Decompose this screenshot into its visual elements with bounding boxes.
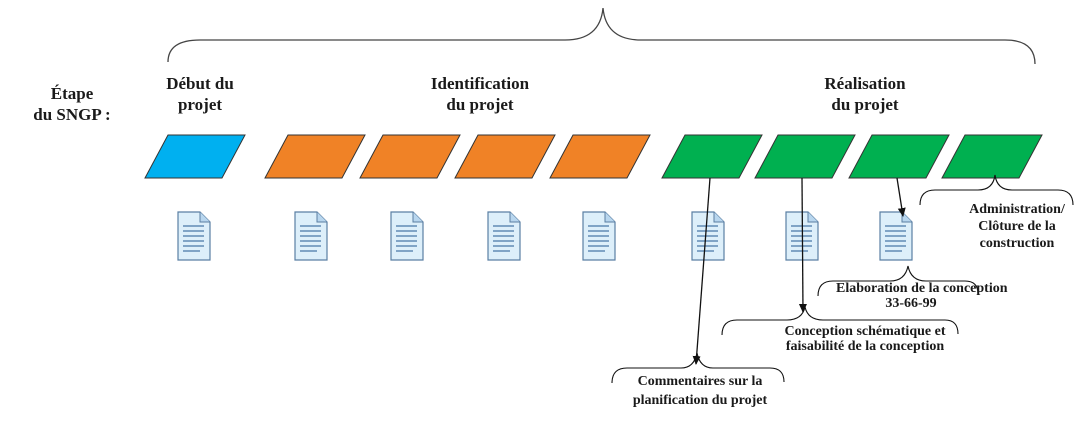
document-icon <box>390 211 424 261</box>
annotation-administration: Administration/ Clôture de la constructi… <box>948 202 1086 252</box>
stage-label-line2: du projet <box>446 95 514 115</box>
stage-label-line1: Réalisation <box>824 74 906 93</box>
top-brace <box>167 7 1036 65</box>
annotation-conception-schematique: Conception schématique et faisabilité de… <box>746 324 984 355</box>
step-debut-1 <box>144 134 246 179</box>
stage-label-line1: Identification <box>430 74 530 93</box>
step-identification-3 <box>454 134 556 179</box>
row-label: Étape du SNGP : <box>28 83 116 126</box>
annotation-line1: Administration/ <box>969 202 1065 217</box>
annotation-line2: planification du projet <box>632 392 768 408</box>
annotation-line2: Clôture de la <box>978 218 1056 234</box>
stage-label-line1: Début du <box>166 74 234 93</box>
step-realisation-1 <box>661 134 763 179</box>
brace-elaboration <box>817 265 979 297</box>
brace-administration <box>919 174 1074 206</box>
brace-commentaires <box>611 352 785 384</box>
document-icon <box>487 211 521 261</box>
brace-conception-schematique <box>721 306 959 336</box>
step-identification-1 <box>264 134 366 179</box>
document-icon <box>879 211 913 261</box>
annotation-line2: 33-66-99 <box>885 295 937 311</box>
annotation-commentaires: Commentaires sur la planification du pro… <box>605 373 795 411</box>
step-identification-4 <box>549 134 651 179</box>
annotation-line1: Commentaires sur la <box>637 374 763 389</box>
annotation-line1: Conception schématique et <box>784 324 946 339</box>
stage-label-identification: Identification du projet <box>400 73 560 116</box>
annotation-line1: Elaboration de la conception <box>836 281 1008 296</box>
document-icon <box>582 211 616 261</box>
step-identification-2 <box>359 134 461 179</box>
stage-label-realisation: Réalisation du projet <box>795 73 935 116</box>
row-label-line1: Étape <box>50 84 94 103</box>
annotation-line3: construction <box>979 235 1055 251</box>
step-realisation-2 <box>754 134 856 179</box>
annotation-line2: faisabilité de la conception <box>785 339 945 355</box>
arrow-commentaires <box>692 177 711 365</box>
arrow-elaboration <box>896 177 906 217</box>
arrow-conception-schematique <box>798 177 807 313</box>
document-icon <box>294 211 328 261</box>
stage-label-debut: Début du projet <box>140 73 260 116</box>
document-icon <box>691 211 725 261</box>
step-realisation-3 <box>848 134 950 179</box>
stage-label-line2: projet <box>177 95 223 115</box>
document-icon <box>177 211 211 261</box>
stage-label-line2: du projet <box>831 95 899 115</box>
annotation-elaboration: Elaboration de la conception 33-66-99 <box>836 281 1008 311</box>
row-label-line2: du SNGP : <box>33 105 111 125</box>
step-realisation-4 <box>941 134 1043 179</box>
